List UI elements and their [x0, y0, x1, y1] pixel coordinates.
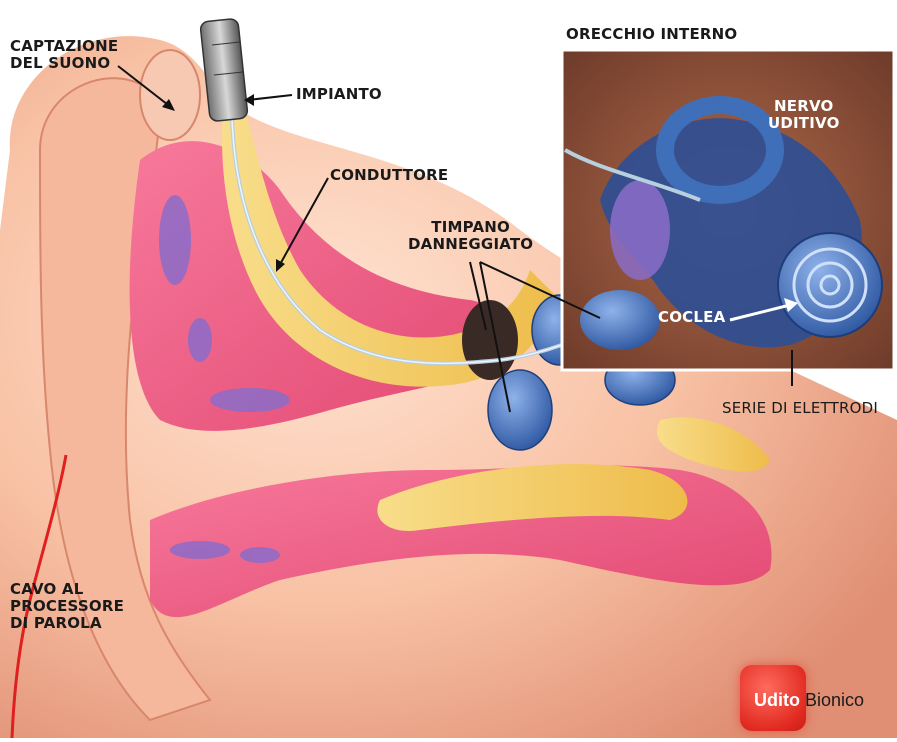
label-timpano: TIMPANO DANNEGGIATO	[408, 219, 533, 253]
badge-word-udito: Udito	[754, 690, 800, 710]
label-cavo: CAVO AL PROCESSORE DI PAROLA	[10, 581, 124, 632]
label-nervo-uditivo: NERVO UDITIVO	[768, 98, 840, 132]
badge-title: Udito Bionico	[754, 690, 864, 710]
tragus	[140, 50, 200, 140]
label-orecchio-interno: ORECCHIO INTERNO	[566, 26, 737, 43]
label-serie-elettrodi: SERIE DI ELETTRODI	[722, 400, 878, 417]
label-conduttore: CONDUTTORE	[330, 167, 448, 184]
label-captazione: CAPTAZIONE DEL SUONO	[10, 38, 118, 72]
inner-ear-inset	[562, 50, 894, 370]
label-coclea: COCLEA	[658, 309, 725, 326]
badge-word-bionico: Bionico	[800, 690, 864, 710]
label-impianto: IMPIANTO	[296, 86, 382, 103]
